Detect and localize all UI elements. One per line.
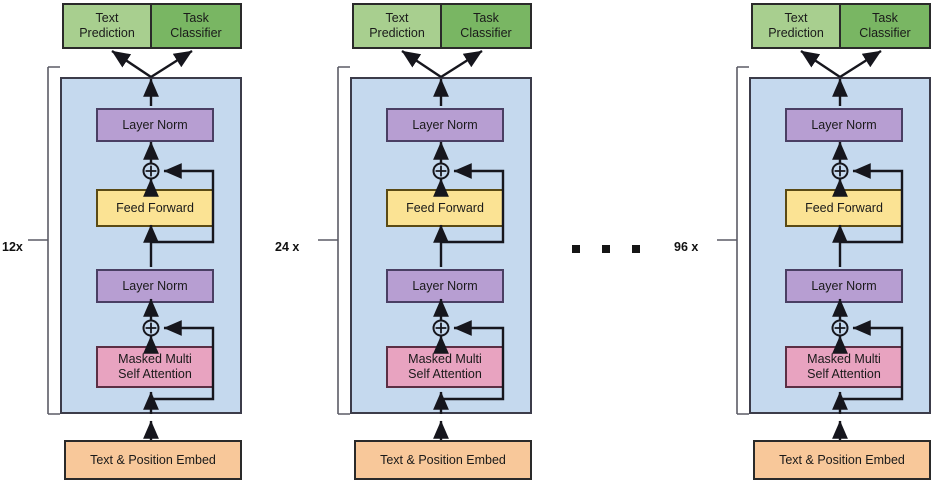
box-label: Text & Position Embed [90,453,216,467]
model-column-12x: Text Prediction Task Classifier Layer No… [0,0,260,488]
connector-wires [318,49,505,440]
box-label-line-2: Self Attention [118,367,192,381]
wire-residual-attention [840,320,904,401]
layer-norm-top-box[interactable]: Layer Norm [386,108,504,142]
wire-fork-to-task-classifier [839,49,882,79]
box-label: Layer Norm [122,278,188,293]
wire-residual-feedforward [151,163,215,244]
head-line-2: Prediction [79,26,135,40]
box-label: Layer Norm [811,117,877,132]
text-position-embed-box[interactable]: Text & Position Embed [64,440,242,480]
ellipsis-dot [602,245,610,253]
box-label: Layer Norm [122,117,188,132]
feed-forward-box[interactable]: Feed Forward [96,189,214,227]
text-prediction-head[interactable]: Text Prediction [753,5,841,47]
wire-residual-attention [441,320,505,401]
model-column-96x: Text Prediction Task Classifier Layer No… [674,0,949,488]
wire-fork-to-text-prediction [800,50,841,78]
box-label-line-1: Masked Multi [807,352,881,366]
head-line-1: Text [95,11,119,25]
text-position-embed-box[interactable]: Text & Position Embed [753,440,931,480]
add-glyph [435,322,447,334]
head-line-1: Task [872,11,898,25]
wire-fork-to-task-classifier [150,49,193,79]
text-prediction-head[interactable]: Text Prediction [64,5,152,47]
repeat-bracket [736,66,749,415]
ellipsis-dot [632,245,640,253]
output-heads-group: Text Prediction Task Classifier [751,3,931,49]
text-prediction-head[interactable]: Text Prediction [354,5,442,47]
task-classifier-head[interactable]: Task Classifier [152,5,240,47]
output-heads-group: Text Prediction Task Classifier [62,3,242,49]
box-label: Layer Norm [412,117,478,132]
box-label: Layer Norm [412,278,478,293]
box-label: Text & Position Embed [380,453,506,467]
wire-fork-to-text-prediction [401,50,442,78]
box-label-line-1: Masked Multi [118,352,192,366]
layer-norm-bottom-box[interactable]: Layer Norm [386,269,504,303]
repeat-count-label: 24 x [275,240,300,254]
head-line-1: Task [473,11,499,25]
head-line-2: Prediction [768,26,824,40]
box-label: Feed Forward [805,200,883,215]
text-position-embed-box[interactable]: Text & Position Embed [354,440,532,480]
add-glyph [834,165,846,177]
add-glyph [435,165,447,177]
transformer-block-container: Layer Norm Feed Forward Layer Norm Maske… [749,77,931,414]
model-column-24x: Text Prediction Task Classifier Layer No… [275,0,550,488]
repeat-bracket [337,66,350,415]
head-line-2: Classifier [170,26,222,40]
box-label: Feed Forward [406,200,484,215]
wire-fork-to-task-classifier [440,49,483,79]
head-line-1: Text [385,11,409,25]
head-line-1: Task [183,11,209,25]
box-label: Layer Norm [811,278,877,293]
layer-norm-bottom-box[interactable]: Layer Norm [96,269,214,303]
add-glyph [145,322,157,334]
wire-residual-feedforward [441,163,505,244]
add-glyph [145,165,157,177]
ellipsis-dot [572,245,580,253]
connector-wires [717,49,904,440]
head-line-2: Prediction [369,26,425,40]
head-line-2: Classifier [859,26,911,40]
box-label: Text & Position Embed [779,453,905,467]
layer-norm-top-box[interactable]: Layer Norm [96,108,214,142]
ellipsis-dots [572,242,648,256]
task-classifier-head[interactable]: Task Classifier [442,5,530,47]
box-label-line-2: Self Attention [807,367,881,381]
task-classifier-head[interactable]: Task Classifier [841,5,929,47]
add-glyph [834,322,846,334]
head-line-1: Text [784,11,808,25]
box-label-line-2: Self Attention [408,367,482,381]
output-heads-group: Text Prediction Task Classifier [352,3,532,49]
box-label: Feed Forward [116,200,194,215]
repeat-bracket [47,66,60,415]
wire-fork-to-text-prediction [111,50,152,78]
repeat-count-label: 12x [2,240,23,254]
connector-wires [28,49,215,440]
head-line-2: Classifier [460,26,512,40]
wire-residual-feedforward [840,163,904,244]
repeat-count-label: 96 x [674,240,699,254]
box-label-line-1: Masked Multi [408,352,482,366]
wire-residual-attention [151,320,215,401]
layer-norm-top-box[interactable]: Layer Norm [785,108,903,142]
